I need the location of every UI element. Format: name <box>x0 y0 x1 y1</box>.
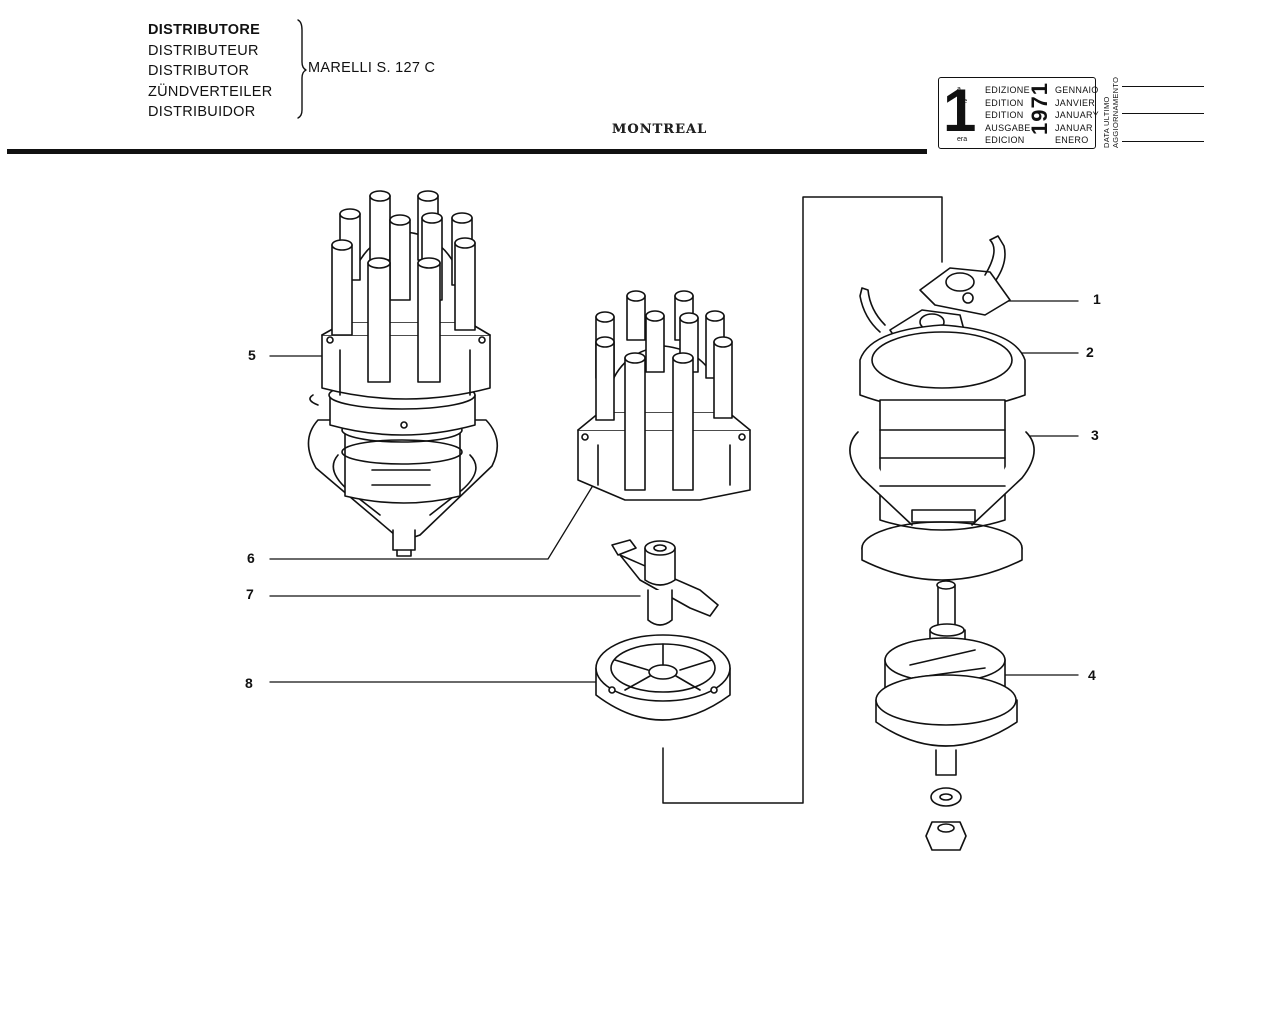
title-english: DISTRIBUTOR <box>148 63 250 79</box>
callout-3: 3 <box>1091 427 1099 443</box>
title-block: DISTRIBUTORE DISTRIBUTEUR DISTRIBUTOR ZÜ… <box>148 20 273 123</box>
update-entry-line <box>1122 141 1204 143</box>
edition-suffix: era <box>957 136 968 143</box>
edition-box <box>938 77 1096 149</box>
distributor-cap <box>577 290 751 501</box>
callout-2: 2 <box>1086 344 1094 360</box>
edition-months: GENNAIO JANVIER JANUARY JANUAR ENERO <box>1055 84 1099 147</box>
title-german: ZÜNDVERTEILER <box>148 83 273 100</box>
assembly-frame <box>662 196 943 804</box>
contact-breaker-upper <box>919 235 1011 316</box>
update-entry-line <box>1122 86 1204 88</box>
edition-month: JANUAR <box>1055 122 1093 133</box>
callout-5: 5 <box>248 347 256 363</box>
cap-towers <box>331 190 476 383</box>
distributor-housing <box>849 324 1035 581</box>
callout-7: 7 <box>246 586 254 602</box>
edition-number: 1 <box>943 77 976 144</box>
advance-mechanism <box>875 580 1018 776</box>
leader-line-6 <box>269 486 593 560</box>
edition-suffix: st <box>957 111 963 118</box>
callout-6: 6 <box>247 550 255 566</box>
edition-month: JANUARY <box>1055 110 1099 120</box>
edition-suffix: . <box>957 122 959 129</box>
header-rule <box>7 149 927 154</box>
washer-and-nut <box>925 787 967 851</box>
edition-suffix: a <box>957 86 961 93</box>
dust-shield <box>595 634 731 721</box>
edition-word: AUSGABE <box>985 122 1031 133</box>
rotor-arm <box>611 539 719 626</box>
edition-words: EDIZIONE EDITION EDITION AUSGABE EDICION <box>985 84 1031 147</box>
title-spanish: DISTRIBUIDOR <box>148 104 256 120</box>
edition-word: EDICION <box>985 135 1025 145</box>
edition-word: EDITION <box>985 110 1024 120</box>
title-bracket <box>297 19 307 119</box>
update-entry-line <box>1122 113 1204 115</box>
title-italian: DISTRIBUTORE <box>148 22 261 38</box>
edition-month: JANVIER <box>1055 97 1096 108</box>
brand-logo: MONTREAL <box>612 122 708 137</box>
callout-4: 4 <box>1088 667 1096 683</box>
model-label: MARELLI S. 127 C <box>308 60 436 76</box>
edition-month: ENERO <box>1055 135 1089 145</box>
callout-1: 1 <box>1093 291 1101 307</box>
assembled-distributor <box>307 190 499 557</box>
edition-word: EDITION <box>985 97 1024 108</box>
edition-word: EDIZIONE <box>985 85 1030 95</box>
edition-suffix: ere <box>957 98 968 105</box>
callout-8: 8 <box>245 675 253 691</box>
title-french: DISTRIBUTEUR <box>148 42 259 59</box>
edition-month: GENNAIO <box>1055 85 1099 95</box>
